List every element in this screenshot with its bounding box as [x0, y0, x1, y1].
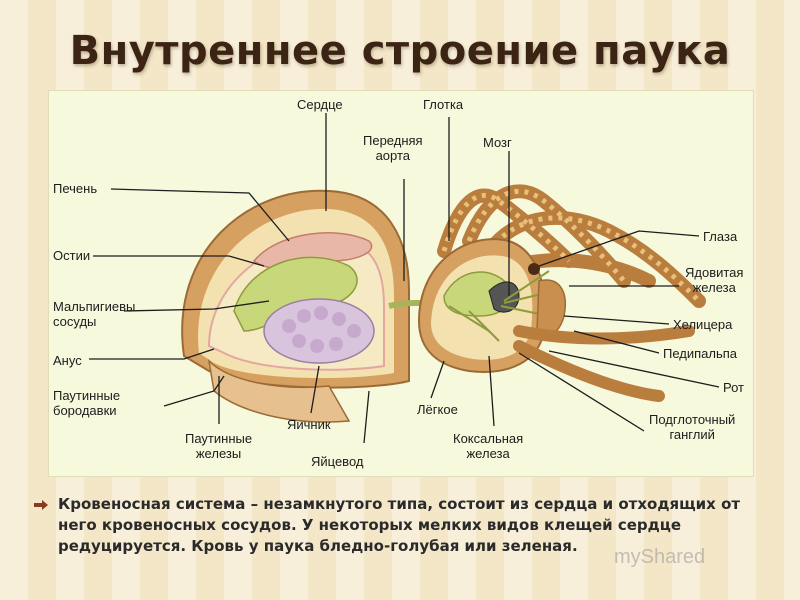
- label-chelicera: Хелицера: [673, 317, 733, 332]
- label-ostia: Остии: [53, 248, 91, 263]
- label-anterior-aorta: Передняя аорта: [363, 133, 423, 163]
- label-spinnerets: Паутинные бородавки: [53, 388, 121, 418]
- label-subpharyngeal-ganglion: Подглоточный ганглий: [649, 412, 736, 442]
- label-ovary: Яичник: [287, 417, 331, 432]
- bullet-arrow-icon: [34, 500, 48, 510]
- chelicera-shape: [536, 279, 566, 337]
- label-pharynx: Глотка: [423, 97, 464, 112]
- label-heart: Сердце: [297, 97, 343, 112]
- brain-organ: [488, 281, 520, 313]
- body-paragraph: Кровеносная система – незамкнутого типа,…: [58, 495, 741, 555]
- spider-anatomy-figure: Сердце Глотка Передняя аорта Мозг Печень…: [48, 90, 754, 477]
- label-mouth: Рот: [723, 380, 744, 395]
- label-coxal-gland: Коксальная железа: [453, 431, 524, 461]
- eye-shape: [528, 263, 540, 275]
- watermark: myShared: [614, 546, 706, 568]
- label-brain: Мозг: [483, 135, 512, 150]
- label-liver: Печень: [53, 181, 98, 196]
- label-eyes: Глаза: [703, 229, 738, 244]
- label-oviduct: Яйцевод: [311, 454, 364, 469]
- label-pointer-lines: [89, 113, 720, 444]
- label-silk-glands: Паутинные железы: [185, 431, 253, 461]
- label-pedipalp: Педипальпа: [663, 346, 738, 361]
- label-venom-gland: Ядовитая железа: [685, 265, 744, 295]
- label-anus: Анус: [53, 353, 82, 368]
- label-malpighian-vessels: Мальпигиевы сосуды: [53, 299, 136, 329]
- ovary-organ: [263, 298, 375, 364]
- slide-title: Внутреннее строение паука: [69, 28, 731, 74]
- spider-anatomy-drawing: [89, 113, 720, 444]
- label-lung: Лёгкое: [417, 402, 458, 417]
